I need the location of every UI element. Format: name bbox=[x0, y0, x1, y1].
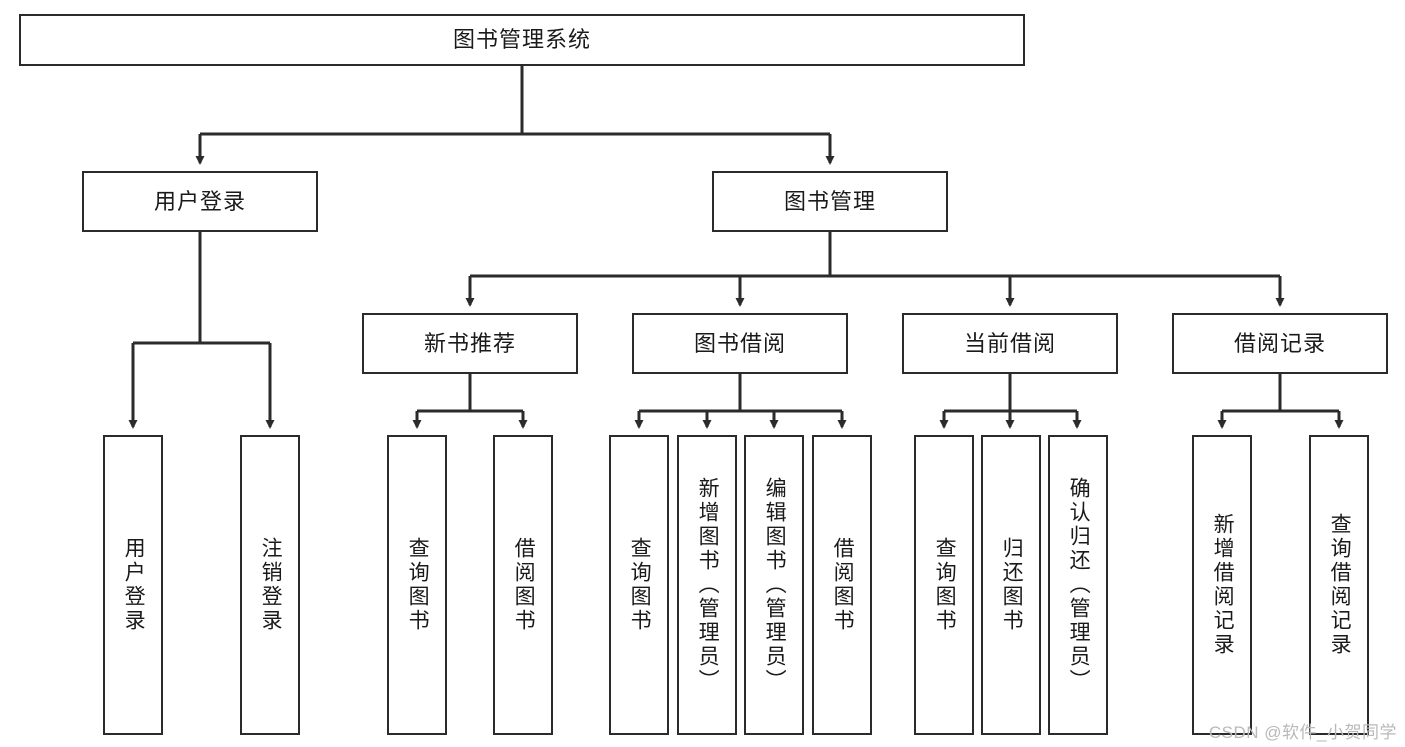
leaf-current-query-book[interactable]: 查询图书 bbox=[914, 435, 974, 735]
node-new-book-recommend[interactable]: 新书推荐 bbox=[362, 313, 578, 374]
node-label: 查询借阅记录 bbox=[1328, 513, 1352, 657]
leaf-borrow-borrow-book[interactable]: 借阅图书 bbox=[812, 435, 872, 735]
leaf-recommend-borrow-book[interactable]: 借阅图书 bbox=[493, 435, 553, 735]
leaf-records-query-record[interactable]: 查询借阅记录 bbox=[1309, 435, 1369, 735]
leaf-borrow-add-book-admin[interactable]: 新增图书（管理员） bbox=[677, 435, 737, 735]
leaf-user-login-signout[interactable]: 注销登录 bbox=[240, 435, 300, 735]
node-label: 注销登录 bbox=[259, 537, 283, 633]
node-book-management[interactable]: 图书管理 bbox=[712, 171, 948, 232]
node-label: 新增借阅记录 bbox=[1211, 513, 1235, 657]
leaf-records-add-record[interactable]: 新增借阅记录 bbox=[1192, 435, 1252, 735]
node-label: 借阅图书 bbox=[831, 537, 855, 633]
node-label: 图书管理系统 bbox=[452, 27, 591, 53]
node-label: 归还图书 bbox=[1000, 537, 1024, 633]
node-label: 查询图书 bbox=[406, 537, 430, 633]
node-borrow-records[interactable]: 借阅记录 bbox=[1172, 313, 1388, 374]
node-current-borrow[interactable]: 当前借阅 bbox=[902, 313, 1118, 374]
node-label: 查询图书 bbox=[628, 537, 652, 633]
node-label: 用户登录 bbox=[153, 188, 246, 214]
leaf-current-confirm-return-admin[interactable]: 确认归还（管理员） bbox=[1048, 435, 1108, 735]
leaf-borrow-query-book[interactable]: 查询图书 bbox=[609, 435, 669, 735]
node-label: 借阅记录 bbox=[1233, 330, 1326, 356]
node-label: 编辑图书（管理员） bbox=[763, 477, 787, 693]
node-label: 用户登录 bbox=[122, 537, 146, 633]
node-book-borrow[interactable]: 图书借阅 bbox=[632, 313, 848, 374]
leaf-recommend-query-book[interactable]: 查询图书 bbox=[387, 435, 447, 735]
node-label: 新书推荐 bbox=[423, 330, 516, 356]
leaf-current-return-book[interactable]: 归还图书 bbox=[981, 435, 1041, 735]
node-label: 当前借阅 bbox=[963, 330, 1056, 356]
node-label: 借阅图书 bbox=[512, 537, 536, 633]
node-label: 图书管理 bbox=[783, 188, 876, 214]
node-user-login[interactable]: 用户登录 bbox=[82, 171, 318, 232]
leaf-user-login-signin[interactable]: 用户登录 bbox=[103, 435, 163, 735]
node-label: 图书借阅 bbox=[693, 330, 786, 356]
watermark: CSDN @软件_小贺同学 bbox=[1208, 723, 1397, 742]
node-label: 确认归还（管理员） bbox=[1067, 477, 1091, 693]
leaf-borrow-edit-book-admin[interactable]: 编辑图书（管理员） bbox=[744, 435, 804, 735]
node-label: 新增图书（管理员） bbox=[696, 477, 720, 693]
node-root-system[interactable]: 图书管理系统 bbox=[19, 14, 1025, 66]
node-label: 查询图书 bbox=[933, 537, 957, 633]
